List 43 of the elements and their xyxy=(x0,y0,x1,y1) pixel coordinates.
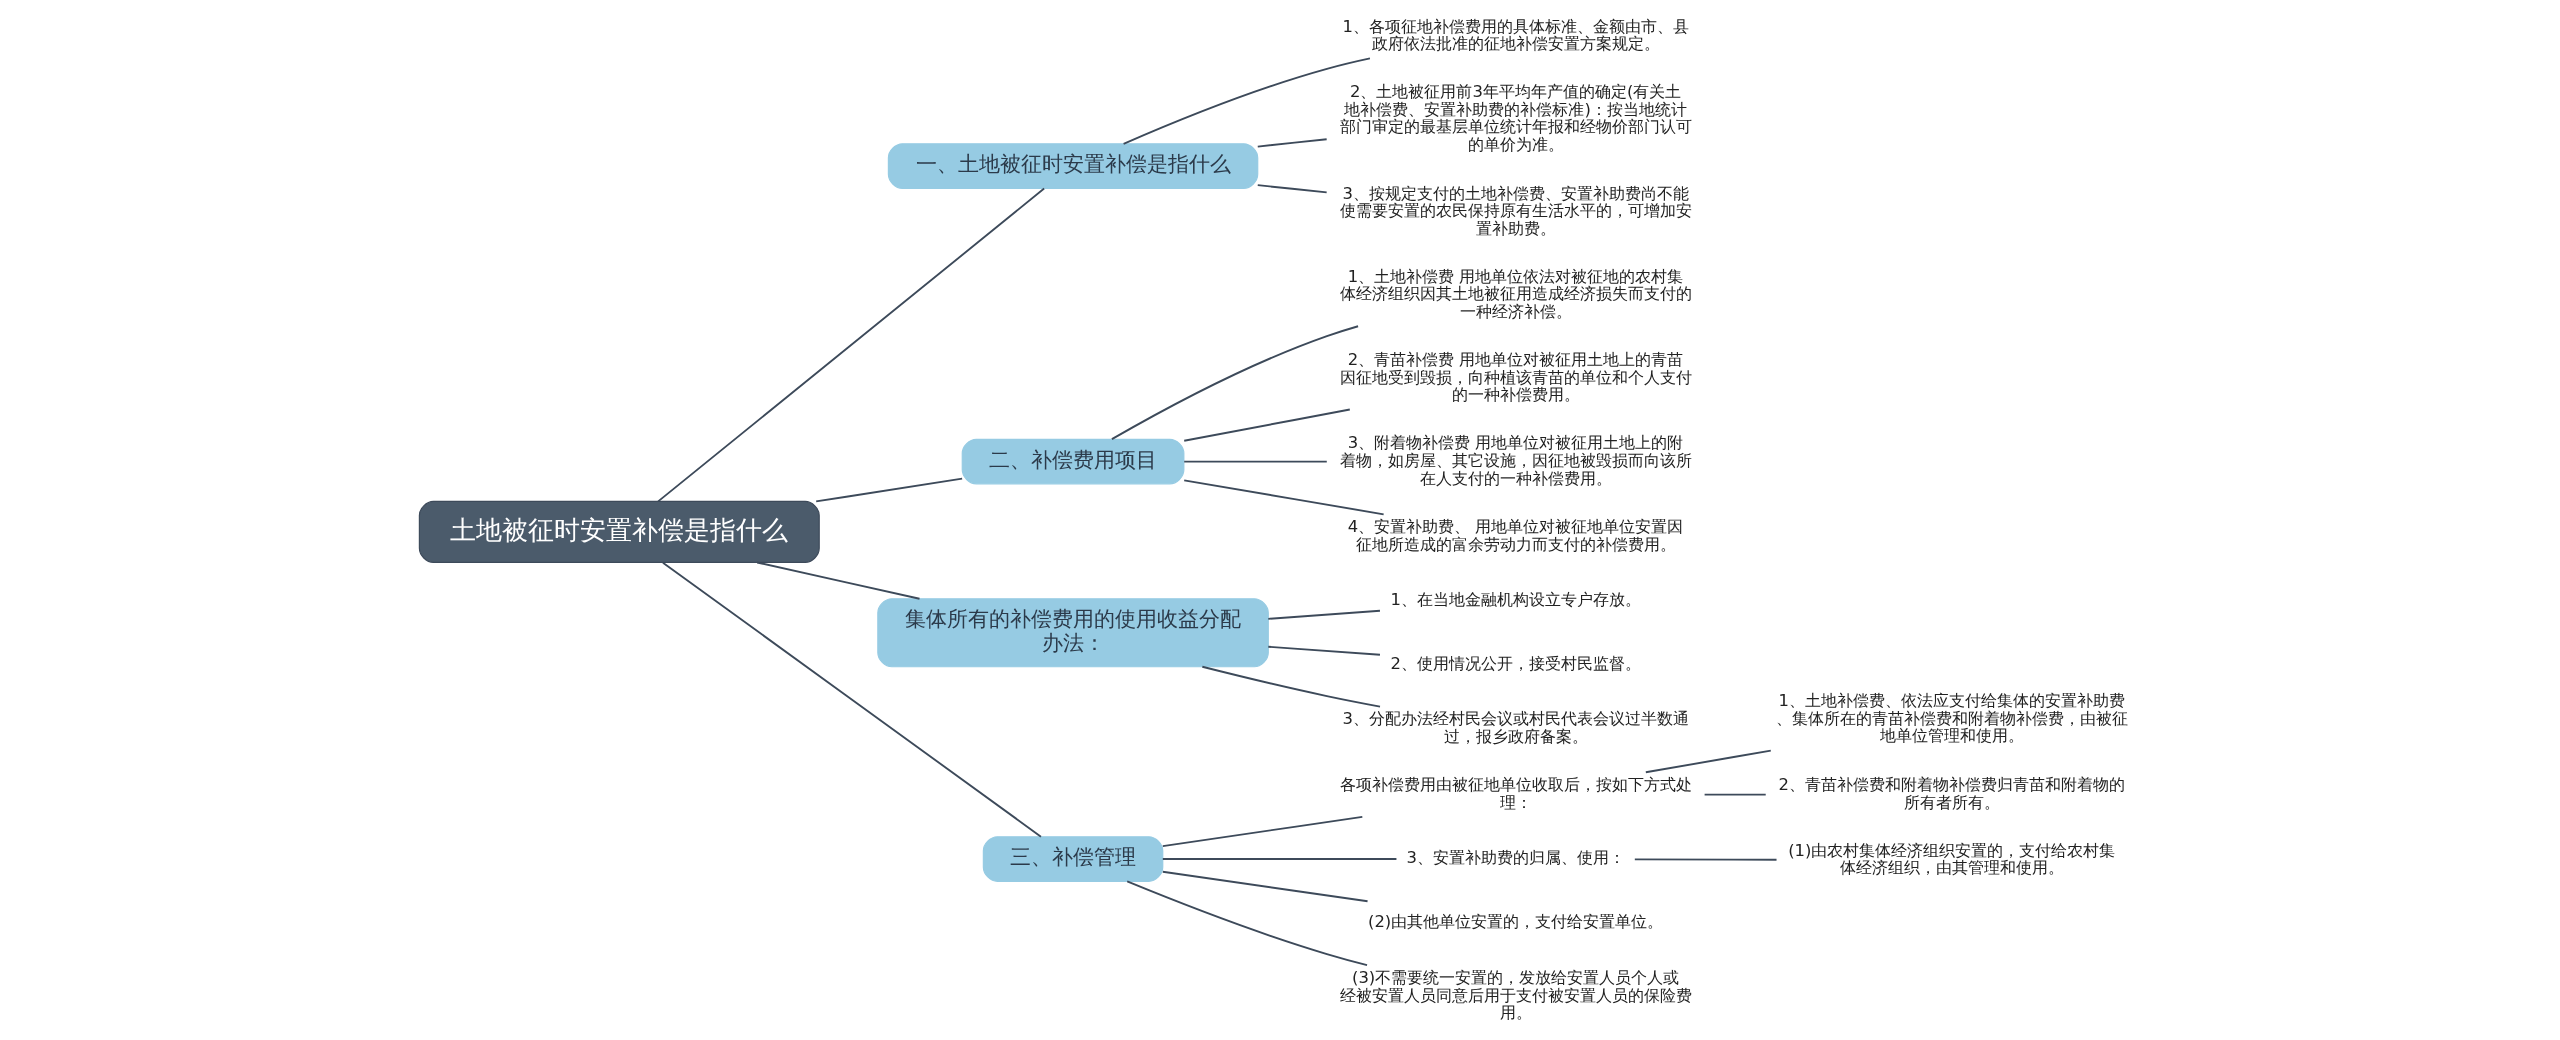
connector xyxy=(1201,665,1381,708)
node-text: 4、安置补助费、 用地单位对被征地单位安置因征地所造成的富余劳动力而支付的补偿费用。 xyxy=(1347,516,1684,554)
connector xyxy=(1267,609,1381,620)
connector xyxy=(1161,870,1369,902)
node-text: (1)由农村集体经济组织安置的，支付给农村集体经济组织，由其管理和使用。 xyxy=(1788,840,2116,877)
connector xyxy=(1256,137,1328,147)
connector xyxy=(657,187,1046,502)
connector xyxy=(1267,645,1381,656)
node-box: 三、补偿管理 xyxy=(982,835,1164,882)
connector xyxy=(1256,183,1328,193)
node-text: 3、安置补助费的归属、使用： xyxy=(1406,847,1625,867)
node-text: (2)由其他单位安置的，支付给安置单位。 xyxy=(1368,911,1664,931)
node-text: 1、各项征地补偿费用的具体标准、金额由市、县政府依法批准的征地补偿安置方案规定。 xyxy=(1342,16,1689,53)
node-text: 各项补偿费用由被征地单位收取后，按如下方式处理： xyxy=(1339,774,1692,812)
node-box: 一、土地被征时安置补偿是指什么 xyxy=(887,142,1259,189)
connector xyxy=(1126,880,1368,966)
node-box: 二、补偿费用项目 xyxy=(961,438,1185,484)
connector xyxy=(1633,857,1778,861)
node-text: 2、青苗补偿费和附着物补偿费归青苗和附着物的所有者所有。 xyxy=(1778,774,2126,812)
node-text: 2、土地被征用前3年平均年产值的确定(有关土地补偿费、安置补助费的补偿标准)：按当地统计部门审定的最基层单位统计年报和经物价部门认可的单价为准。 xyxy=(1339,81,1692,154)
node-text: 3、分配办法经村民会议或村民代表会议过半数通过，报乡政府备案。 xyxy=(1342,708,1689,746)
connector xyxy=(1183,478,1385,515)
connector xyxy=(662,561,1042,838)
node-text: 3、附着物补偿费 用地单位对被征用土地上的附着物，如房屋、其它设施，因征地被毁损而向该所在人支付的一种补偿费用。 xyxy=(1339,432,1692,488)
connector xyxy=(1161,857,1398,860)
connector xyxy=(1183,408,1351,442)
node-text: 3、按规定支付的土地补偿费、安置补助费尚不能使需要安置的农民保持原有生活水平的，可增加安置补助费。 xyxy=(1339,183,1692,238)
connector xyxy=(1703,793,1767,795)
node-box: 土地被征时安置补偿是指什么 xyxy=(418,500,820,563)
node-text: (3)不需要统一安置的，发放给安置人员个人或经被安置人员同意后用于支付被安置人员的保险费用。 xyxy=(1339,967,1692,1022)
node-text: 1、土地补偿费 用地单位依法对被征地的农村集体经济组织因其土地被征用造成经济损失而支付的一种经济补偿。 xyxy=(1339,266,1692,321)
connector xyxy=(815,477,964,502)
node-text: 2、使用情况公开，接受村民监督。 xyxy=(1390,653,1641,673)
connector xyxy=(756,561,921,600)
node-box: 集体所有的补偿费用的使用收益分配办法： xyxy=(877,597,1269,667)
connector xyxy=(1183,460,1328,462)
connector xyxy=(1110,324,1359,440)
node-text: 2、青苗补偿费 用地单位对被征用土地上的青苗因征地受到毁损，向种植该青苗的单位和个人支付的一种补偿费用。 xyxy=(1339,349,1692,404)
connector xyxy=(1644,749,1772,773)
node-text: 1、在当地金融机构设立专户存放。 xyxy=(1390,589,1641,609)
connector xyxy=(1122,56,1371,145)
connector xyxy=(1161,815,1364,847)
node-text: 1、土地补偿费、依法应支付给集体的安置补助费、集体所在的青苗补偿费和附着物补偿费，由被征地单位管理和使用。 xyxy=(1775,690,2128,745)
